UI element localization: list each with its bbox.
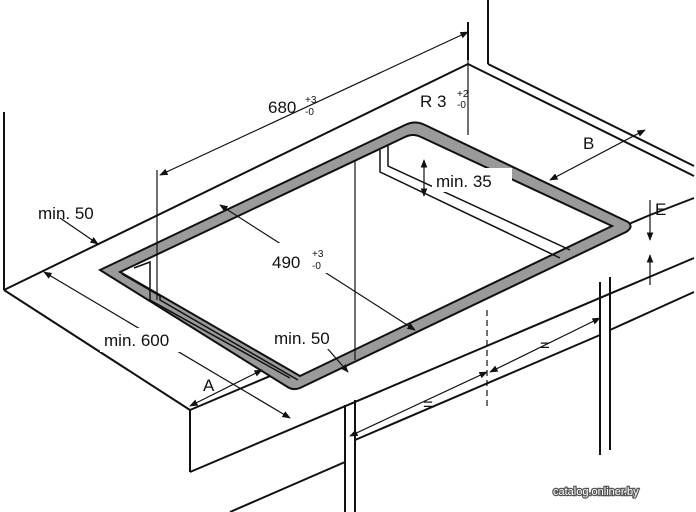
svg-text:catalog.onliner.by: catalog.onliner.by (553, 486, 639, 498)
dim-680-label: 680 (268, 98, 296, 117)
letter-a: A (203, 376, 215, 395)
dim-min35-label: min. 35 (436, 172, 492, 191)
letter-e: E (655, 200, 666, 219)
letter-b: B (583, 134, 594, 153)
dim-680-tol-plus: +3 (305, 95, 317, 106)
watermark: catalog.onliner.by (552, 485, 641, 500)
dim-radius-tol-minus: -0 (457, 100, 466, 111)
dimension-labels: 680 +3 -0 R 3 +2 -0 490 +3 -0 min. 35 mi… (38, 89, 666, 414)
dim-min50-left-label: min. 50 (38, 204, 94, 223)
dim-490-tol-plus: +3 (312, 249, 324, 260)
equal-sign-front: = (423, 395, 433, 414)
dim-min50-front-label: min. 50 (274, 329, 330, 348)
dim-680-tol-minus: -0 (305, 107, 314, 118)
dim-radius-tol-plus: +2 (457, 89, 469, 100)
dim-min600-label: min. 600 (104, 331, 169, 350)
dim-490-tol-minus: -0 (312, 261, 321, 272)
dimension-lines (43, 22, 654, 437)
dim-radius-label: R 3 (420, 92, 446, 111)
equal-sign-right: = (540, 336, 550, 355)
dim-490-label: 490 (272, 253, 300, 272)
